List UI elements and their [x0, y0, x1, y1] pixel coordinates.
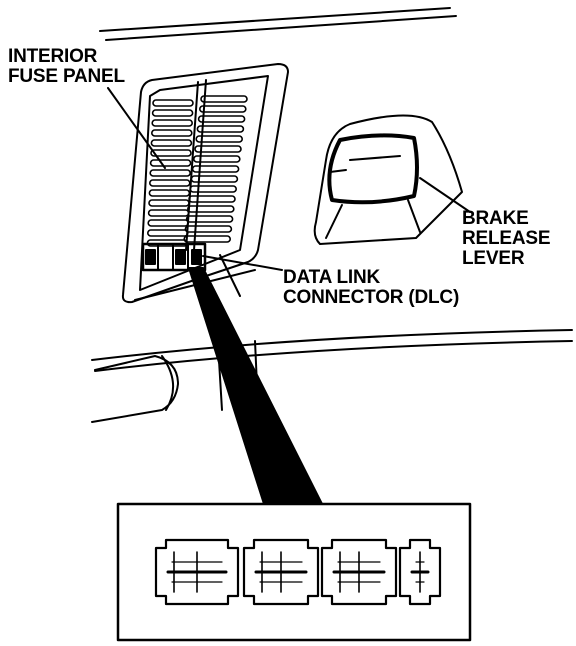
fuse [151, 119, 193, 127]
fuse [152, 99, 194, 107]
fuse [196, 125, 245, 133]
label-interior-fuse-panel: INTERIOR FUSE PANEL [8, 47, 125, 87]
dlc-enlarged [154, 538, 442, 606]
fuse [183, 235, 231, 243]
label-line: CONNECTOR (DLC) [283, 287, 460, 308]
label-data-link-connector: DATA LINK CONNECTOR (DLC) [283, 268, 459, 308]
fuse [189, 185, 237, 193]
label-line: BRAKE [462, 208, 529, 229]
fuse [148, 199, 190, 207]
lower-dashboard [91, 329, 573, 423]
label-brake-release-lever: BRAKE RELEASE LEVER [462, 208, 551, 269]
fuse [193, 155, 241, 163]
fuse [147, 209, 190, 217]
fuse [187, 205, 235, 213]
fuse [197, 115, 246, 123]
fuse [150, 139, 193, 147]
label-line: INTERIOR [8, 46, 98, 67]
fuse [200, 95, 248, 103]
label-line: RELEASE [462, 228, 551, 249]
connector-block [154, 538, 240, 606]
fuse [147, 229, 189, 237]
fuse [149, 179, 191, 187]
connector-inset-box [116, 502, 472, 642]
dashboard-top-edge [99, 7, 457, 41]
fuse [149, 169, 191, 177]
fuse [149, 159, 192, 167]
fuse [148, 189, 191, 197]
label-line: DATA LINK [283, 267, 381, 288]
label-line: LEVER [462, 248, 525, 269]
leader-lines [107, 87, 471, 271]
fuse [195, 135, 243, 143]
label-line: FUSE PANEL [8, 66, 125, 87]
fuse [150, 149, 192, 157]
fuse [188, 195, 236, 203]
connector-block [320, 538, 398, 606]
connector-block [398, 538, 442, 606]
fuse [151, 109, 194, 117]
fuse [147, 219, 189, 227]
connector-block [242, 538, 320, 606]
fuse [185, 215, 234, 223]
brake-release-lever [313, 114, 463, 245]
fuse [191, 165, 240, 173]
fuse-rows [146, 79, 248, 251]
fuse [184, 225, 233, 233]
fuse [151, 129, 193, 137]
dlc-on-panel [141, 242, 207, 272]
fuse [199, 105, 247, 113]
fuse [194, 145, 242, 153]
